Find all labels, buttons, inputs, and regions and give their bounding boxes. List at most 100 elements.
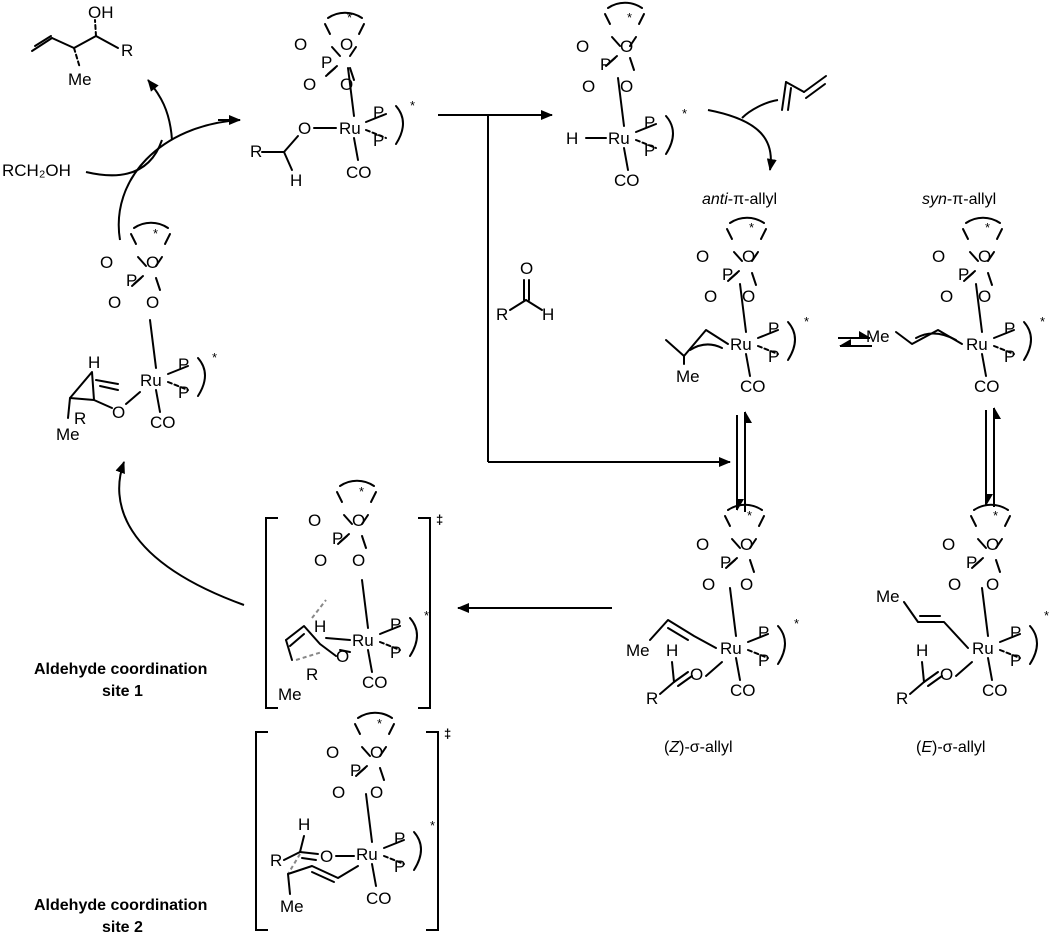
- svg-text:R: R: [270, 851, 282, 870]
- svg-text:P: P: [390, 615, 401, 634]
- ruthenium-hydride-complex: * O O P O O Ru P P * CO H: [566, 1, 687, 190]
- svg-text:H: H: [290, 171, 302, 190]
- svg-text:O: O: [742, 247, 755, 266]
- svg-text:O: O: [320, 847, 333, 866]
- svg-text:P: P: [350, 761, 361, 780]
- svg-text:P: P: [1004, 347, 1015, 366]
- svg-text:P: P: [1010, 651, 1021, 670]
- svg-text:O: O: [520, 259, 533, 278]
- svg-text:O: O: [978, 247, 991, 266]
- svg-text:O: O: [370, 743, 383, 762]
- svg-text:CO: CO: [730, 681, 756, 700]
- svg-text:P: P: [720, 553, 731, 572]
- svg-text:*: *: [430, 818, 435, 833]
- svg-text:R: R: [306, 665, 318, 684]
- svg-text:O: O: [340, 35, 353, 54]
- site-1-label-line-1: Aldehyde coordination: [34, 661, 207, 678]
- z-sigma-allyl-label: (Z)-σ-allyl: [664, 739, 733, 756]
- svg-text:CO: CO: [366, 889, 392, 908]
- svg-text:CO: CO: [740, 377, 766, 396]
- svg-text:O: O: [308, 511, 321, 530]
- svg-text:O: O: [740, 535, 753, 554]
- svg-text:O: O: [370, 783, 383, 802]
- svg-text:P: P: [178, 383, 189, 402]
- svg-text:CO: CO: [362, 673, 388, 692]
- svg-text:P: P: [126, 271, 137, 290]
- svg-text:‡: ‡: [444, 726, 451, 741]
- aldehyde-reagent: O R H: [496, 259, 554, 324]
- svg-text:O: O: [704, 287, 717, 306]
- svg-text:Me: Me: [676, 367, 700, 386]
- svg-text:Ru: Ru: [730, 335, 752, 354]
- svg-text:O: O: [986, 535, 999, 554]
- svg-text:P: P: [768, 347, 779, 366]
- e-sigma-allyl-complex: * O O P O O Ru P P * CO Me H O R: [876, 503, 1049, 708]
- anti-pi-allyl-label: anti-π-allyl: [702, 191, 777, 208]
- svg-text:O: O: [582, 77, 595, 96]
- svg-text:*: *: [410, 98, 415, 113]
- svg-text:P: P: [644, 141, 655, 160]
- product-r-label: R: [121, 41, 133, 60]
- svg-text:*: *: [1044, 608, 1049, 623]
- svg-text:P: P: [394, 829, 405, 848]
- svg-text:*: *: [985, 220, 990, 235]
- svg-text:O: O: [576, 37, 589, 56]
- svg-text:Me: Me: [280, 897, 304, 916]
- svg-text:O: O: [740, 575, 753, 594]
- svg-text:*: *: [1040, 314, 1045, 329]
- svg-text:P: P: [1004, 319, 1015, 338]
- svg-text:*: *: [359, 484, 364, 499]
- svg-text:CO: CO: [982, 681, 1008, 700]
- svg-text:P: P: [373, 103, 384, 122]
- svg-text:O: O: [940, 287, 953, 306]
- svg-text:*: *: [212, 350, 217, 365]
- svg-text:Ru: Ru: [140, 371, 162, 390]
- svg-text:P: P: [768, 319, 779, 338]
- svg-text:P: P: [178, 355, 189, 374]
- site-2-label-line-1: Aldehyde coordination: [34, 897, 207, 914]
- svg-text:P: P: [1010, 623, 1021, 642]
- svg-text:R: R: [250, 142, 262, 161]
- svg-text:*: *: [794, 616, 799, 631]
- svg-text:*: *: [747, 508, 752, 523]
- svg-text:O: O: [298, 119, 311, 138]
- svg-text:Me: Me: [626, 641, 650, 660]
- transition-state-site-1: ‡ * O O P O O Ru P P * CO H O R Me: [265, 479, 443, 709]
- svg-text:O: O: [948, 575, 961, 594]
- svg-text:*: *: [153, 226, 158, 241]
- svg-text:Me: Me: [866, 327, 890, 346]
- svg-text:O: O: [100, 253, 113, 272]
- svg-text:O: O: [620, 77, 633, 96]
- product-me-label: Me: [68, 70, 92, 89]
- svg-text:Ru: Ru: [339, 119, 361, 138]
- svg-text:CO: CO: [150, 413, 176, 432]
- svg-text:O: O: [352, 511, 365, 530]
- svg-text:O: O: [146, 293, 159, 312]
- site-1-label-line-2: site 1: [102, 683, 143, 700]
- homoallylic-alcohol-product: OH R Me: [31, 3, 133, 89]
- svg-text:P: P: [958, 265, 969, 284]
- svg-text:*: *: [424, 608, 429, 623]
- svg-text:Ru: Ru: [966, 335, 988, 354]
- syn-pi-allyl-label: syn-π-allyl: [922, 191, 996, 208]
- svg-text:Ru: Ru: [608, 129, 630, 148]
- svg-text:O: O: [702, 575, 715, 594]
- svg-text:P: P: [758, 623, 769, 642]
- svg-text:O: O: [620, 37, 633, 56]
- svg-text:*: *: [627, 10, 632, 25]
- product-oh-label: OH: [88, 3, 114, 22]
- svg-text:R: R: [74, 409, 86, 428]
- svg-text:O: O: [112, 403, 125, 422]
- ruthenium-alkoxide-complex: * O O P O O Ru P P * CO O R H: [250, 10, 415, 190]
- svg-text:H: H: [542, 305, 554, 324]
- butadiene-reagent: [781, 75, 827, 111]
- svg-text:O: O: [294, 35, 307, 54]
- svg-text:P: P: [600, 55, 611, 74]
- svg-text:H: H: [314, 617, 326, 636]
- svg-text:O: O: [326, 743, 339, 762]
- svg-text:CO: CO: [974, 377, 1000, 396]
- svg-text:Ru: Ru: [720, 639, 742, 658]
- svg-text:H: H: [298, 815, 310, 834]
- syn-pi-allyl-complex: * O O P O O Ru P P * CO Me: [866, 216, 1045, 396]
